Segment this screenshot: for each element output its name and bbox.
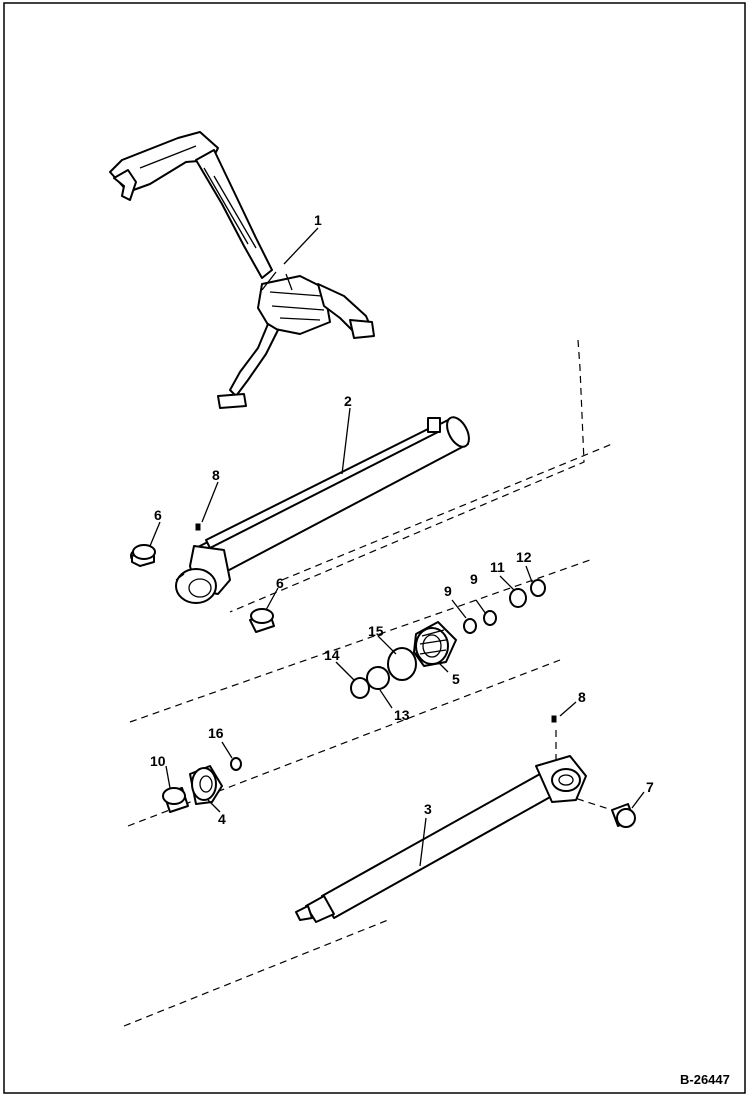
callout-10: 10	[150, 753, 166, 769]
wear-ring-9a	[463, 618, 477, 634]
callout-2: 2	[344, 393, 352, 409]
figure-id: B-26447	[680, 1072, 730, 1087]
backhoe-assembly-illustration	[109, 131, 375, 409]
callout-14: 14	[324, 647, 340, 663]
o-ring-16	[230, 757, 242, 771]
grease-fitting-lower	[551, 715, 557, 723]
callout-5: 5	[452, 671, 460, 687]
callout-16: 16	[208, 725, 224, 741]
wiper-seal-10	[162, 787, 189, 813]
cylinder-rod	[295, 755, 587, 923]
callout-6-lower: 6	[276, 575, 284, 591]
callout-9-right: 9	[470, 571, 478, 587]
callout-8-upper: 8	[212, 467, 220, 483]
callout-12: 12	[516, 549, 532, 565]
callout-9-left: 9	[444, 583, 452, 599]
callout-7: 7	[646, 779, 654, 795]
callout-15: 15	[368, 623, 384, 639]
seal-11	[509, 588, 527, 608]
seal-ring-14	[350, 677, 370, 699]
cylinder-barrel	[175, 416, 470, 604]
callout-3: 3	[424, 801, 432, 817]
seal-ring-15	[387, 647, 417, 681]
bushing-lower	[249, 608, 275, 633]
callout-11: 11	[490, 559, 505, 575]
bushing-upper	[130, 544, 156, 567]
callout-4: 4	[218, 811, 226, 827]
wear-ring-9b	[483, 610, 497, 626]
callouts: 1 2 8 6 6 9 9 11 12 15 14 13 5 16 10 4 3…	[150, 212, 654, 827]
gland	[189, 765, 223, 805]
seal-ring-13	[366, 666, 390, 690]
page-border	[3, 2, 746, 1094]
piston	[413, 621, 457, 667]
grease-fitting-upper	[195, 523, 201, 531]
callout-1: 1	[314, 212, 322, 228]
callout-8-lower: 8	[578, 689, 586, 705]
seal-12	[530, 579, 546, 597]
bushing-rod-end	[611, 803, 636, 828]
callout-13: 13	[394, 707, 410, 723]
callout-6-upper: 6	[154, 507, 162, 523]
leader-lines	[149, 227, 645, 867]
